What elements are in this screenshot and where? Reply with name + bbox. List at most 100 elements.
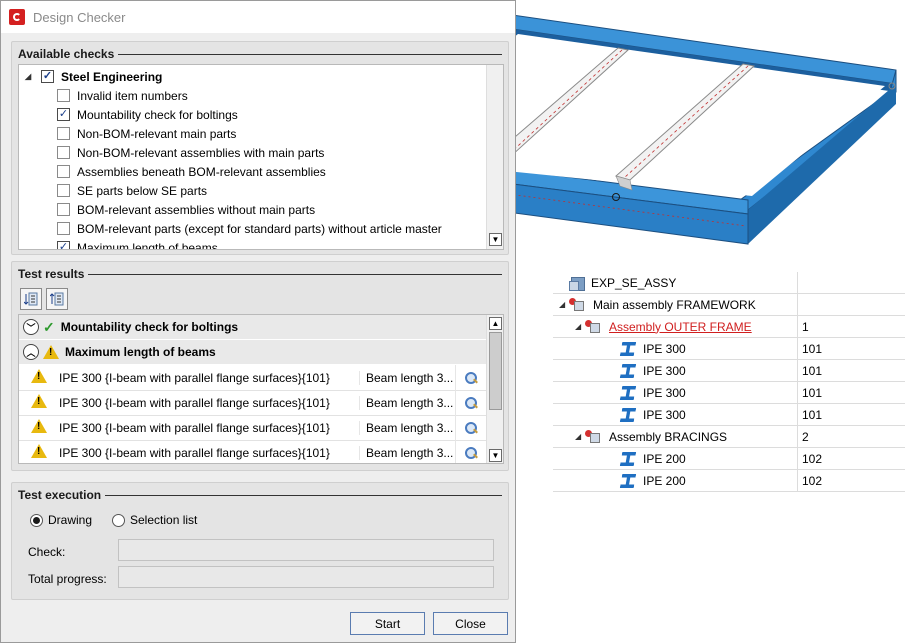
expand-all-icon [24,292,38,306]
check-item[interactable]: ✓ Maximum length of beams [57,238,218,250]
available-checks-heading: Available checks [18,47,115,61]
test-execution-heading: Test execution [18,488,102,502]
i-beam-icon [621,342,635,356]
tree-row[interactable]: IPE 300 101 [553,338,905,360]
check-item-label: SE parts below SE parts [77,183,208,198]
check-item-label: BOM-relevant parts (except for standard … [77,221,442,236]
collapse-triangle-icon[interactable]: ◢ [25,72,32,81]
active-assembly-label[interactable]: Assembly OUTER FRAME [609,319,752,334]
tree-row[interactable]: ◢ Assembly OUTER FRAME 1 [553,316,905,338]
start-button[interactable]: Start [350,612,425,635]
check-item-label: Maximum length of beams [77,240,218,250]
checkbox[interactable] [57,146,70,159]
zoom-to-icon[interactable] [464,421,477,434]
chevron-down-icon[interactable]: ﹀ [23,319,39,335]
expanded-triangle-icon[interactable]: ◢ [559,300,566,309]
checkbox[interactable] [57,127,70,140]
radio-drawing-label: Drawing [48,513,93,527]
result-group-mountability[interactable]: ﹀ ✓ Mountability check for boltings [19,315,486,339]
result-message: Beam length 3... [359,420,455,435]
radio-selection-list[interactable]: Selection list [112,513,197,527]
zoom-to-icon[interactable] [464,371,477,384]
check-item[interactable]: Non-BOM-relevant main parts [57,124,236,143]
result-row[interactable]: IPE 300 {I-beam with parallel flange sur… [19,415,486,440]
available-checks-section: Available checks ◢ ✓ Steel Engineering I… [11,41,509,255]
results-scrollbar[interactable]: ▲ ▼ [486,315,503,463]
tree-row[interactable]: ◢ Assembly BRACINGS 2 [553,426,905,448]
tree-row[interactable]: IPE 200 102 [553,470,905,492]
result-part: IPE 300 {I-beam with parallel flange sur… [59,445,330,460]
zoom-to-icon[interactable] [464,396,477,409]
app-logo-icon [9,9,25,25]
check-label: Check: [28,545,66,559]
tree-row-label: IPE 300 [643,363,686,378]
scroll-up-icon[interactable]: ▲ [489,317,502,330]
result-message: Beam length 3... [359,370,455,385]
warning-icon [43,345,59,359]
check-item[interactable]: BOM-relevant assemblies without main par… [57,200,315,219]
chevron-up-icon[interactable]: ︿ [23,344,39,360]
checks-scrollbar[interactable]: ▼ [486,65,503,249]
checkbox[interactable]: ✓ [57,108,70,121]
expand-all-button[interactable] [20,288,42,310]
check-item[interactable]: Assemblies beneath BOM-relevant assembli… [57,162,326,181]
result-row[interactable]: IPE 300 {I-beam with parallel flange sur… [19,365,486,390]
checkbox[interactable] [57,184,70,197]
result-group-max-length[interactable]: ︿ Maximum length of beams [19,340,486,364]
tree-row[interactable]: IPE 300 101 [553,360,905,382]
tree-row-label: IPE 300 [643,407,686,422]
tree-row[interactable]: IPE 200 102 [553,448,905,470]
assembly-icon [569,297,587,312]
check-item[interactable]: ✓ Mountability check for boltings [57,105,238,124]
check-item-label: Non-BOM-relevant main parts [77,126,237,141]
checkbox[interactable] [57,165,70,178]
scroll-down-icon[interactable]: ▼ [489,449,502,462]
check-item[interactable]: Invalid item numbers [57,86,188,105]
expanded-triangle-icon[interactable]: ◢ [575,322,582,331]
radio-unselected-icon[interactable] [112,513,125,527]
check-item[interactable]: BOM-relevant parts (except for standard … [57,219,442,238]
zoom-to-icon[interactable] [464,446,477,459]
radio-selected-icon[interactable] [30,513,43,527]
checkbox[interactable] [57,222,70,235]
tree-row[interactable]: IPE 300 101 [553,382,905,404]
tree-row-value: 102 [797,448,905,469]
window-title: Design Checker [33,9,126,25]
checkbox[interactable]: ✓ [41,70,54,83]
checkbox[interactable]: ✓ [57,241,70,249]
scroll-thumb[interactable] [489,332,502,410]
radio-drawing[interactable]: Drawing [30,513,92,527]
check-item[interactable]: Non-BOM-relevant assemblies with main pa… [57,143,324,162]
tree-row-value: 102 [797,470,905,491]
scroll-down-icon[interactable]: ▼ [489,233,502,246]
collapse-all-icon [50,292,64,306]
tree-row[interactable]: ◢ Main assembly FRAMEWORK [553,294,905,316]
tree-root-label: EXP_SE_ASSY [591,275,677,290]
check-item[interactable]: SE parts below SE parts [57,181,207,200]
result-message: Beam length 3... [359,445,455,460]
tree-row-label: IPE 300 [643,385,686,400]
result-row[interactable]: IPE 300 {I-beam with parallel flange sur… [19,440,486,463]
title-bar[interactable]: Design Checker [1,1,515,33]
tree-row[interactable]: IPE 300 101 [553,404,905,426]
assembly-icon [585,429,603,444]
result-row[interactable]: IPE 300 {I-beam with parallel flange sur… [19,390,486,415]
collapse-all-button[interactable] [46,288,68,310]
checkbox[interactable] [57,203,70,216]
expanded-triangle-icon[interactable]: ◢ [575,432,582,441]
checks-list[interactable]: ◢ ✓ Steel Engineering Invalid item numbe… [18,64,504,250]
tree-row-root[interactable]: EXP_SE_ASSY [553,272,905,294]
result-part: IPE 300 {I-beam with parallel flange sur… [59,370,330,385]
progress-label: Total progress: [28,572,107,586]
i-beam-icon [621,408,635,422]
check-item-label: Assemblies beneath BOM-relevant assembli… [77,164,326,179]
checkbox[interactable] [57,89,70,102]
check-group-steel-engineering[interactable]: ◢ ✓ Steel Engineering [25,67,162,86]
assembly-icon [585,319,603,334]
results-list[interactable]: ﹀ ✓ Mountability check for boltings ︿ Ma… [18,314,504,464]
close-button[interactable]: Close [433,612,508,635]
check-item-label: BOM-relevant assemblies without main par… [77,202,316,217]
tree-row-label: IPE 200 [643,473,686,488]
checkmark-ok-icon: ✓ [43,318,55,335]
i-beam-icon [621,386,635,400]
